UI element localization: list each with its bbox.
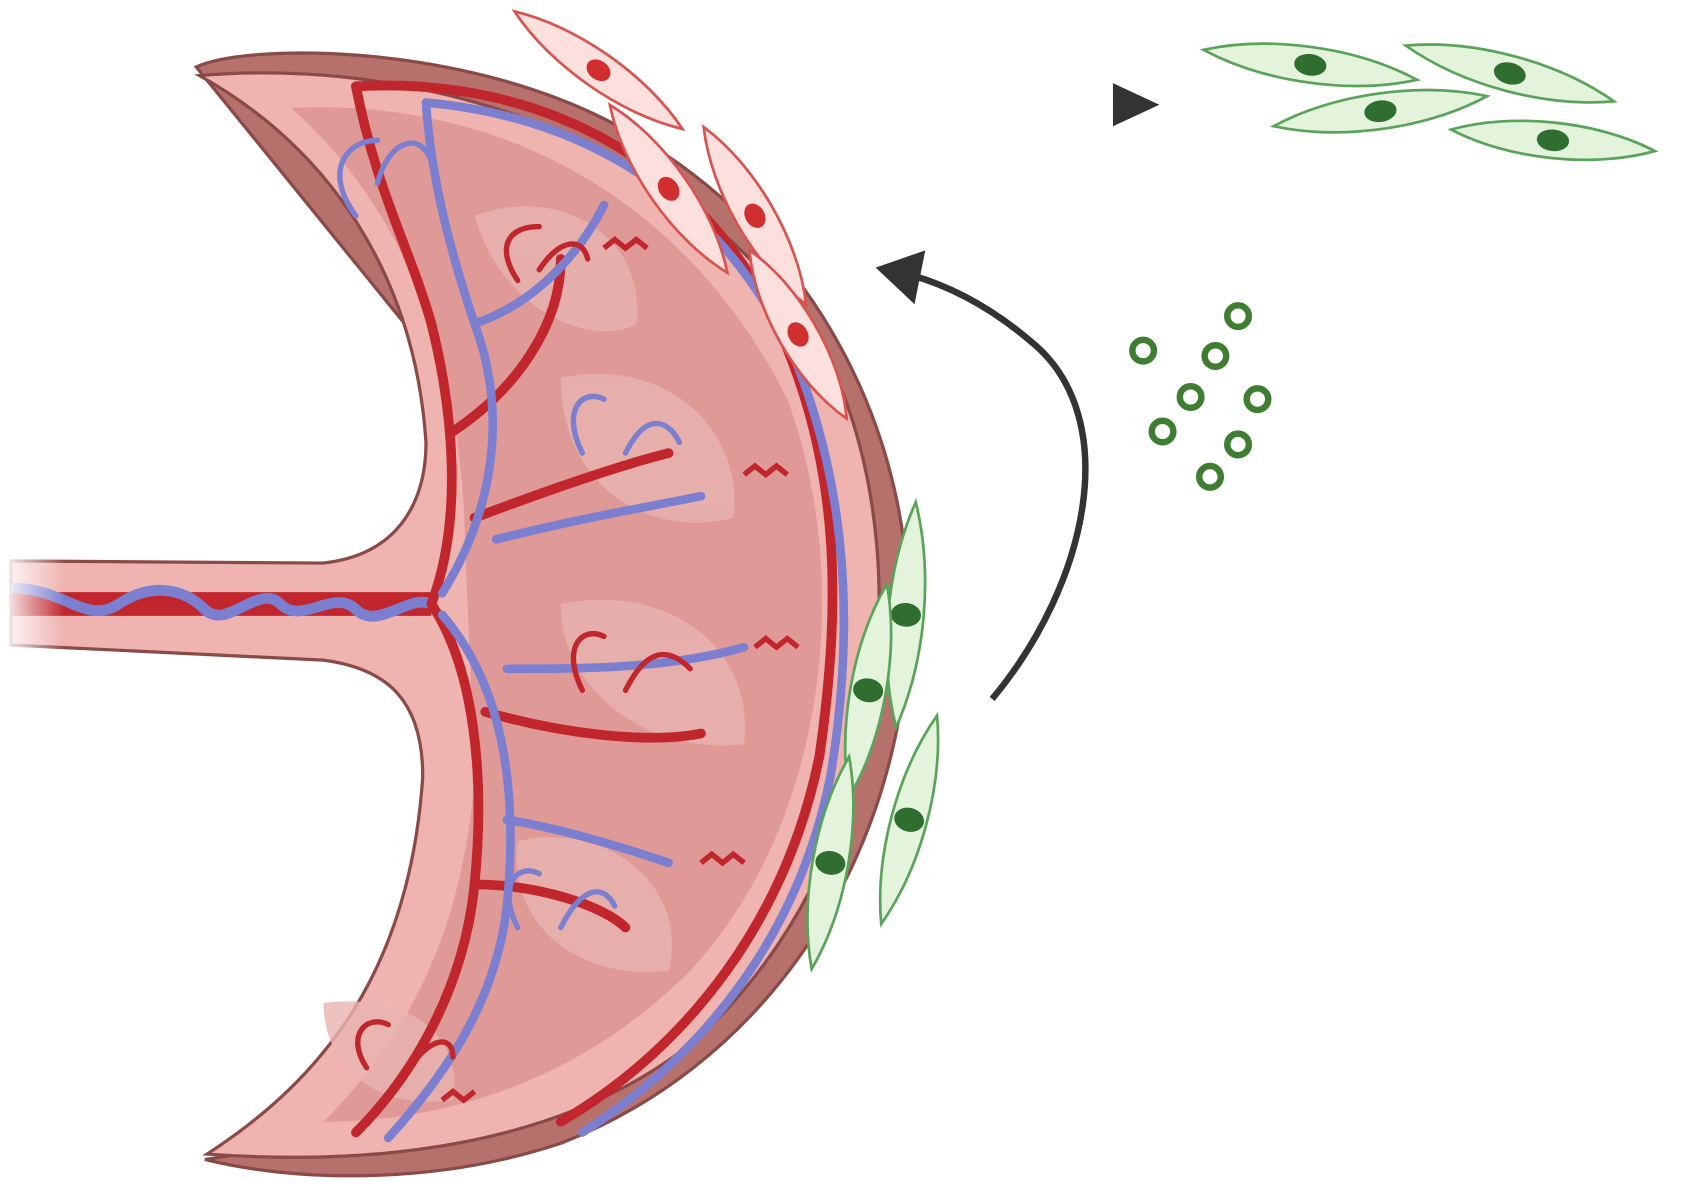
curved-arrow xyxy=(875,250,1089,702)
villous-branches xyxy=(337,137,693,1071)
vesicle xyxy=(1148,417,1177,446)
green-cells-edge xyxy=(806,497,940,973)
vesicle xyxy=(1224,302,1253,331)
vesicle xyxy=(1176,382,1205,412)
vesicle xyxy=(1129,336,1158,365)
cord-fade xyxy=(0,539,65,658)
red-cell xyxy=(701,124,808,308)
arteries xyxy=(351,80,838,1138)
vesicle xyxy=(1195,462,1225,491)
cotyledon-lobes xyxy=(323,206,746,1102)
straight-arrow xyxy=(808,83,1160,127)
green-cell xyxy=(1447,119,1659,162)
vesicle xyxy=(1224,430,1253,459)
vesicles xyxy=(1129,302,1272,491)
red-cell xyxy=(511,9,686,132)
spiral-arteries xyxy=(440,236,800,1104)
red-cell xyxy=(747,247,849,422)
vesicle xyxy=(1201,341,1230,371)
green-cell xyxy=(1199,42,1421,88)
green-cell xyxy=(1401,43,1618,104)
green-cell xyxy=(1269,88,1492,134)
umbilical-vein xyxy=(10,582,434,622)
red-cells xyxy=(511,9,849,422)
green-cell xyxy=(843,580,893,801)
green-cell xyxy=(878,711,940,928)
vesicle xyxy=(1243,385,1272,414)
cotyledons xyxy=(291,107,823,1122)
green-cells-top-right xyxy=(1199,42,1659,162)
red-cell xyxy=(607,102,730,276)
green-cell xyxy=(806,752,855,973)
